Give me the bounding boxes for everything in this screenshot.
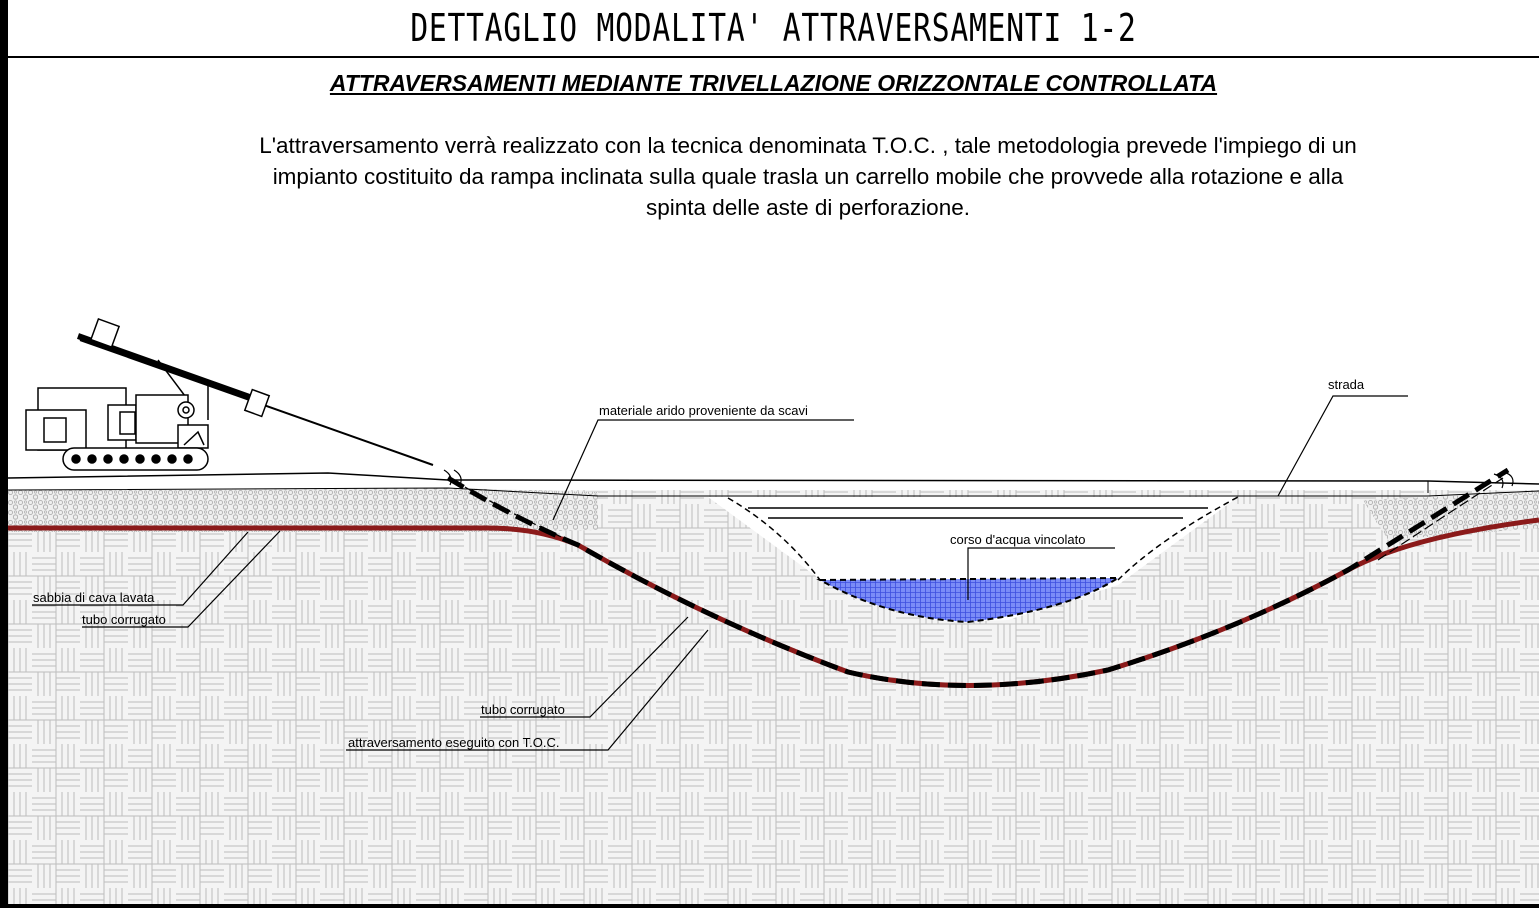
drawing-subtitle: ATTRAVERSAMENTI MEDIANTE TRIVELLAZIONE O…: [329, 70, 1218, 96]
title-band: DETTAGLIO MODALITA' ATTRAVERSAMENTI 1-2: [8, 0, 1539, 58]
label-toc: attraversamento eseguito con T.O.C.: [348, 735, 559, 750]
trench-outline: [727, 496, 1239, 581]
label-tubo-center: tubo corrugato: [481, 702, 565, 717]
label-materiale-arido: materiale arido proveniente da scavi: [599, 403, 808, 418]
label-strada: strada: [1328, 377, 1365, 392]
break-marks: [443, 469, 1514, 489]
water-body: [816, 576, 1122, 624]
description-text: L'attraversamento verrà realizzato con l…: [259, 133, 1357, 220]
label-sabbia: sabbia di cava lavata: [33, 590, 155, 605]
cross-section-drawing: strada materiale arido proveniente da sc…: [8, 317, 1539, 904]
ground-section: [8, 488, 1539, 904]
page-title: DETTAGLIO MODALITA' ATTRAVERSAMENTI 1-2: [410, 6, 1137, 50]
label-corso-acqua: corso d'acqua vincolato: [950, 532, 1085, 547]
bore-guide-line: [452, 477, 1504, 561]
drilling-rig: [25, 317, 434, 471]
toc-bore-line: [446, 467, 1510, 689]
label-tubo-left: tubo corrugato: [82, 612, 166, 627]
drawing-sheet: DETTAGLIO MODALITA' ATTRAVERSAMENTI 1-2 …: [8, 0, 1539, 904]
leader-lines: [32, 395, 1408, 751]
